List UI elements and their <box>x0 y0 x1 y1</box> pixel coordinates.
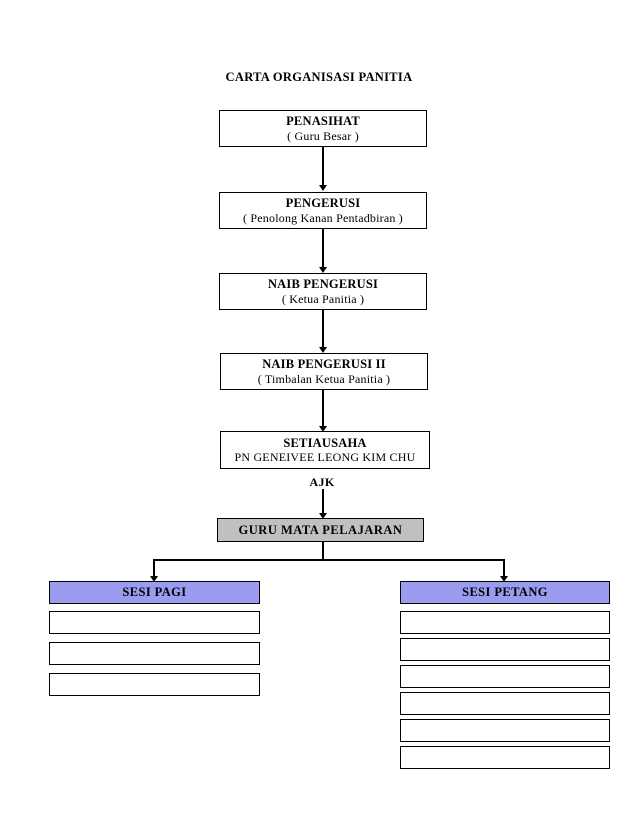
session-header-sesi-pagi[interactable]: SESI PAGI <box>49 581 260 604</box>
connector-guru-split-bar <box>153 559 504 561</box>
arrowhead-pengerusi <box>319 185 327 191</box>
node-penasihat-subtitle: ( Guru Besar ) <box>287 128 359 143</box>
node-setiausaha[interactable]: SETIAUSAHA PN GENEIVEE LEONG KIM CHU <box>220 431 430 469</box>
sesi-petang-slot-6[interactable] <box>400 746 610 769</box>
sesi-petang-slot-1[interactable] <box>400 611 610 634</box>
sesi-pagi-slot-1[interactable] <box>49 611 260 634</box>
node-naib-pengerusi-ii-subtitle: ( Timbalan Ketua Panitia ) <box>257 371 391 386</box>
connector-penasihat-pengerusi <box>322 147 324 185</box>
sesi-pagi-slot-3[interactable] <box>49 673 260 696</box>
arrowhead-naib2 <box>319 347 327 353</box>
connector-naib2-setiausaha <box>322 390 324 426</box>
connector-setiausaha-guru <box>322 489 324 514</box>
connector-guru-split-stem <box>322 542 324 560</box>
page-title: CARTA ORGANISASI PANITIA <box>225 70 413 84</box>
sesi-petang-slot-3[interactable] <box>400 665 610 688</box>
node-pengerusi-title: PENGERUSI <box>285 196 361 211</box>
node-naib-pengerusi[interactable]: NAIB PENGERUSI ( Ketua Panitia ) <box>219 273 427 310</box>
ajk-label: AJK <box>309 475 335 489</box>
node-pengerusi[interactable]: PENGERUSI ( Penolong Kanan Pentadbiran ) <box>219 192 427 229</box>
arrowhead-sesi-petang <box>500 576 508 582</box>
connector-naib1-naib2 <box>322 310 324 347</box>
node-setiausaha-title: SETIAUSAHA <box>283 435 367 450</box>
arrowhead-naib1 <box>319 267 327 273</box>
node-naib-pengerusi-ii-title: NAIB PENGERUSI II <box>262 357 386 372</box>
node-guru-mata-pelajaran[interactable]: GURU MATA PELAJARAN <box>217 518 424 542</box>
node-naib-pengerusi-title: NAIB PENGERUSI <box>267 277 379 292</box>
node-pengerusi-subtitle: ( Penolong Kanan Pentadbiran ) <box>243 210 403 225</box>
node-guru-mata-pelajaran-title: GURU MATA PELAJARAN <box>238 522 403 537</box>
arrowhead-setiausaha <box>319 426 327 432</box>
sesi-pagi-slot-2[interactable] <box>49 642 260 665</box>
connector-pengerusi-naib1 <box>322 229 324 267</box>
node-naib-pengerusi-subtitle: ( Ketua Panitia ) <box>281 291 365 306</box>
node-penasihat[interactable]: PENASIHAT ( Guru Besar ) <box>219 110 427 147</box>
arrowhead-guru <box>319 513 327 519</box>
arrowhead-sesi-pagi <box>150 576 158 582</box>
sesi-petang-slot-2[interactable] <box>400 638 610 661</box>
connector-split-right-drop <box>503 559 505 577</box>
session-header-sesi-petang[interactable]: SESI PETANG <box>400 581 610 604</box>
node-setiausaha-subtitle: PN GENEIVEE LEONG KIM CHU <box>234 450 416 465</box>
node-penasihat-title: PENASIHAT <box>286 114 360 129</box>
connector-split-left-drop <box>153 559 155 577</box>
sesi-petang-slot-5[interactable] <box>400 719 610 742</box>
node-naib-pengerusi-ii[interactable]: NAIB PENGERUSI II ( Timbalan Ketua Panit… <box>220 353 428 390</box>
sesi-petang-slot-4[interactable] <box>400 692 610 715</box>
